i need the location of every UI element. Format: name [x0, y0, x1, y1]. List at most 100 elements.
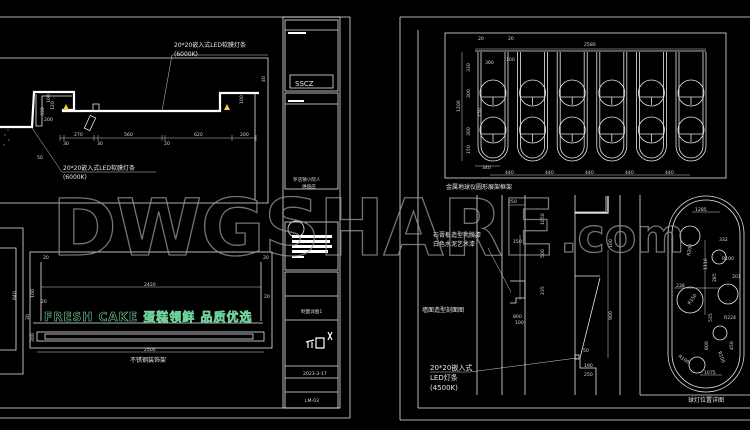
dim-label: 150	[477, 108, 483, 117]
dim-label: 200	[44, 117, 53, 123]
dim-label: 560	[124, 132, 133, 138]
left-sheet: 30 270 30 560 20 620 200 100 330 200 120…	[0, 16, 351, 419]
globe-ring	[598, 79, 626, 107]
globe-ring	[677, 79, 705, 107]
tube-inner	[599, 52, 625, 159]
sign-text: FRESH CAKE 蛋糕领鲜 品质优选	[44, 309, 252, 324]
dim-label: R100	[716, 351, 726, 364]
dim-label: 300	[466, 89, 472, 98]
leader-line	[161, 54, 268, 112]
partial-elevation: 840	[0, 227, 24, 375]
dim-label: R224	[724, 315, 736, 321]
drawing-caption: 不锈钢装饰架	[130, 356, 166, 364]
dim-label: 300	[30, 333, 36, 342]
designer-signature	[305, 331, 333, 349]
globe-tube	[636, 52, 667, 162]
dim-label: 30	[63, 141, 69, 147]
dim-label: 1285	[695, 207, 707, 213]
led-strip-label: 20*20嵌入式LED软膜灯条	[63, 164, 135, 172]
leader-line	[31, 127, 156, 173]
dim-label: 100	[608, 239, 614, 248]
dim-label: 100	[239, 95, 245, 104]
globe-ring	[638, 79, 665, 107]
led-temp-label: (6000K)	[63, 174, 87, 181]
tube-outline	[477, 52, 509, 162]
dim-label: 900	[608, 311, 614, 320]
dim-label: 440	[545, 170, 554, 176]
dim-label: 20	[264, 294, 270, 300]
led-fixture-icon	[63, 104, 69, 110]
led-temp-label: (4500K)	[430, 384, 458, 392]
ceiling-profile	[0, 90, 259, 129]
globe-tube	[556, 52, 588, 162]
dim-label: R150	[687, 293, 699, 306]
dim-label: 100	[515, 320, 524, 326]
dim-label: 300	[485, 60, 494, 66]
watermark: DWGSHARE .com	[51, 183, 685, 274]
dim-label: 50	[583, 348, 589, 354]
dim-label: R200	[686, 243, 694, 256]
dim-label: 30	[25, 314, 31, 320]
led-fixture-icon	[224, 104, 230, 110]
dim-label: 340	[482, 165, 491, 171]
ceiling-section-drawing: 30 270 30 560 20 620 200 100 330 200 120…	[0, 41, 269, 204]
spotlight-housing	[92, 103, 100, 112]
right-sheet: 2580 20 20 300 100 1200 330 300 300 150 …	[399, 16, 750, 421]
project-name: 烘焙店	[302, 183, 316, 190]
spotlight-icon	[83, 114, 97, 132]
tube-outline	[517, 52, 548, 162]
dim-label: 440	[625, 170, 634, 176]
watermark-text: DWGSHARE	[52, 184, 557, 274]
dim-label: R100	[722, 256, 734, 262]
stainless-rack	[36, 331, 265, 342]
globe-tube	[477, 52, 509, 162]
tube-inner	[639, 52, 664, 159]
tube-inner	[480, 52, 506, 159]
dim-label: 20	[43, 255, 49, 261]
dim-label: 456	[729, 341, 735, 350]
dim-label: 100	[30, 289, 36, 298]
dim-label: 50	[37, 155, 43, 161]
dim-label: 120	[50, 101, 56, 110]
dim-label: 2580	[584, 42, 596, 48]
led-temp-label: (6000K)	[174, 51, 198, 58]
dim-label: 100	[46, 94, 52, 103]
dim-label: 620	[194, 132, 203, 138]
project-name: 罗店镇小院人	[293, 176, 321, 183]
dim-label: 500	[540, 249, 546, 258]
dim-label: 20	[508, 36, 514, 42]
globe-ring	[558, 116, 586, 144]
globe-ring	[479, 116, 507, 144]
tube-outline	[675, 52, 707, 162]
tube-inner	[520, 52, 545, 159]
globe-ring	[479, 79, 507, 107]
led-strip-label: 20*20嵌入式LED软膜灯条	[174, 41, 246, 49]
dim-label: 20	[164, 141, 170, 147]
dim-label: 235	[540, 286, 546, 295]
globe-ring	[638, 116, 665, 144]
globe-ring	[519, 116, 546, 144]
dim-label: 2420	[144, 282, 156, 288]
dim-label: 250	[508, 199, 517, 205]
dim-label: 100	[506, 57, 515, 63]
tube-outline	[556, 52, 588, 162]
watermark-suffix: .com	[560, 209, 684, 263]
dim-label: 300	[466, 127, 472, 136]
dim-label: 800	[704, 341, 710, 350]
dim-label: 332	[719, 237, 728, 243]
globe-tube	[675, 52, 707, 162]
dim-label: 238	[676, 283, 685, 289]
globe-tube	[517, 52, 548, 162]
globe-frame-drawing: 2580 20 20 300 100 1200 330 300 300 150 …	[444, 32, 727, 191]
led-strip-label: 20*20嵌入式	[430, 363, 472, 372]
globe-ring	[677, 116, 705, 144]
dim-label: 2500	[144, 347, 156, 353]
dim-label: 285	[712, 273, 718, 282]
globe-ring	[519, 79, 546, 107]
dim-label: 20	[263, 255, 269, 261]
dim-label: 440	[505, 170, 514, 176]
dim-label: 1050	[540, 213, 546, 225]
dim-label: 440	[585, 170, 594, 176]
dim-label: 20	[41, 299, 47, 305]
dim-label: 270	[74, 132, 83, 138]
